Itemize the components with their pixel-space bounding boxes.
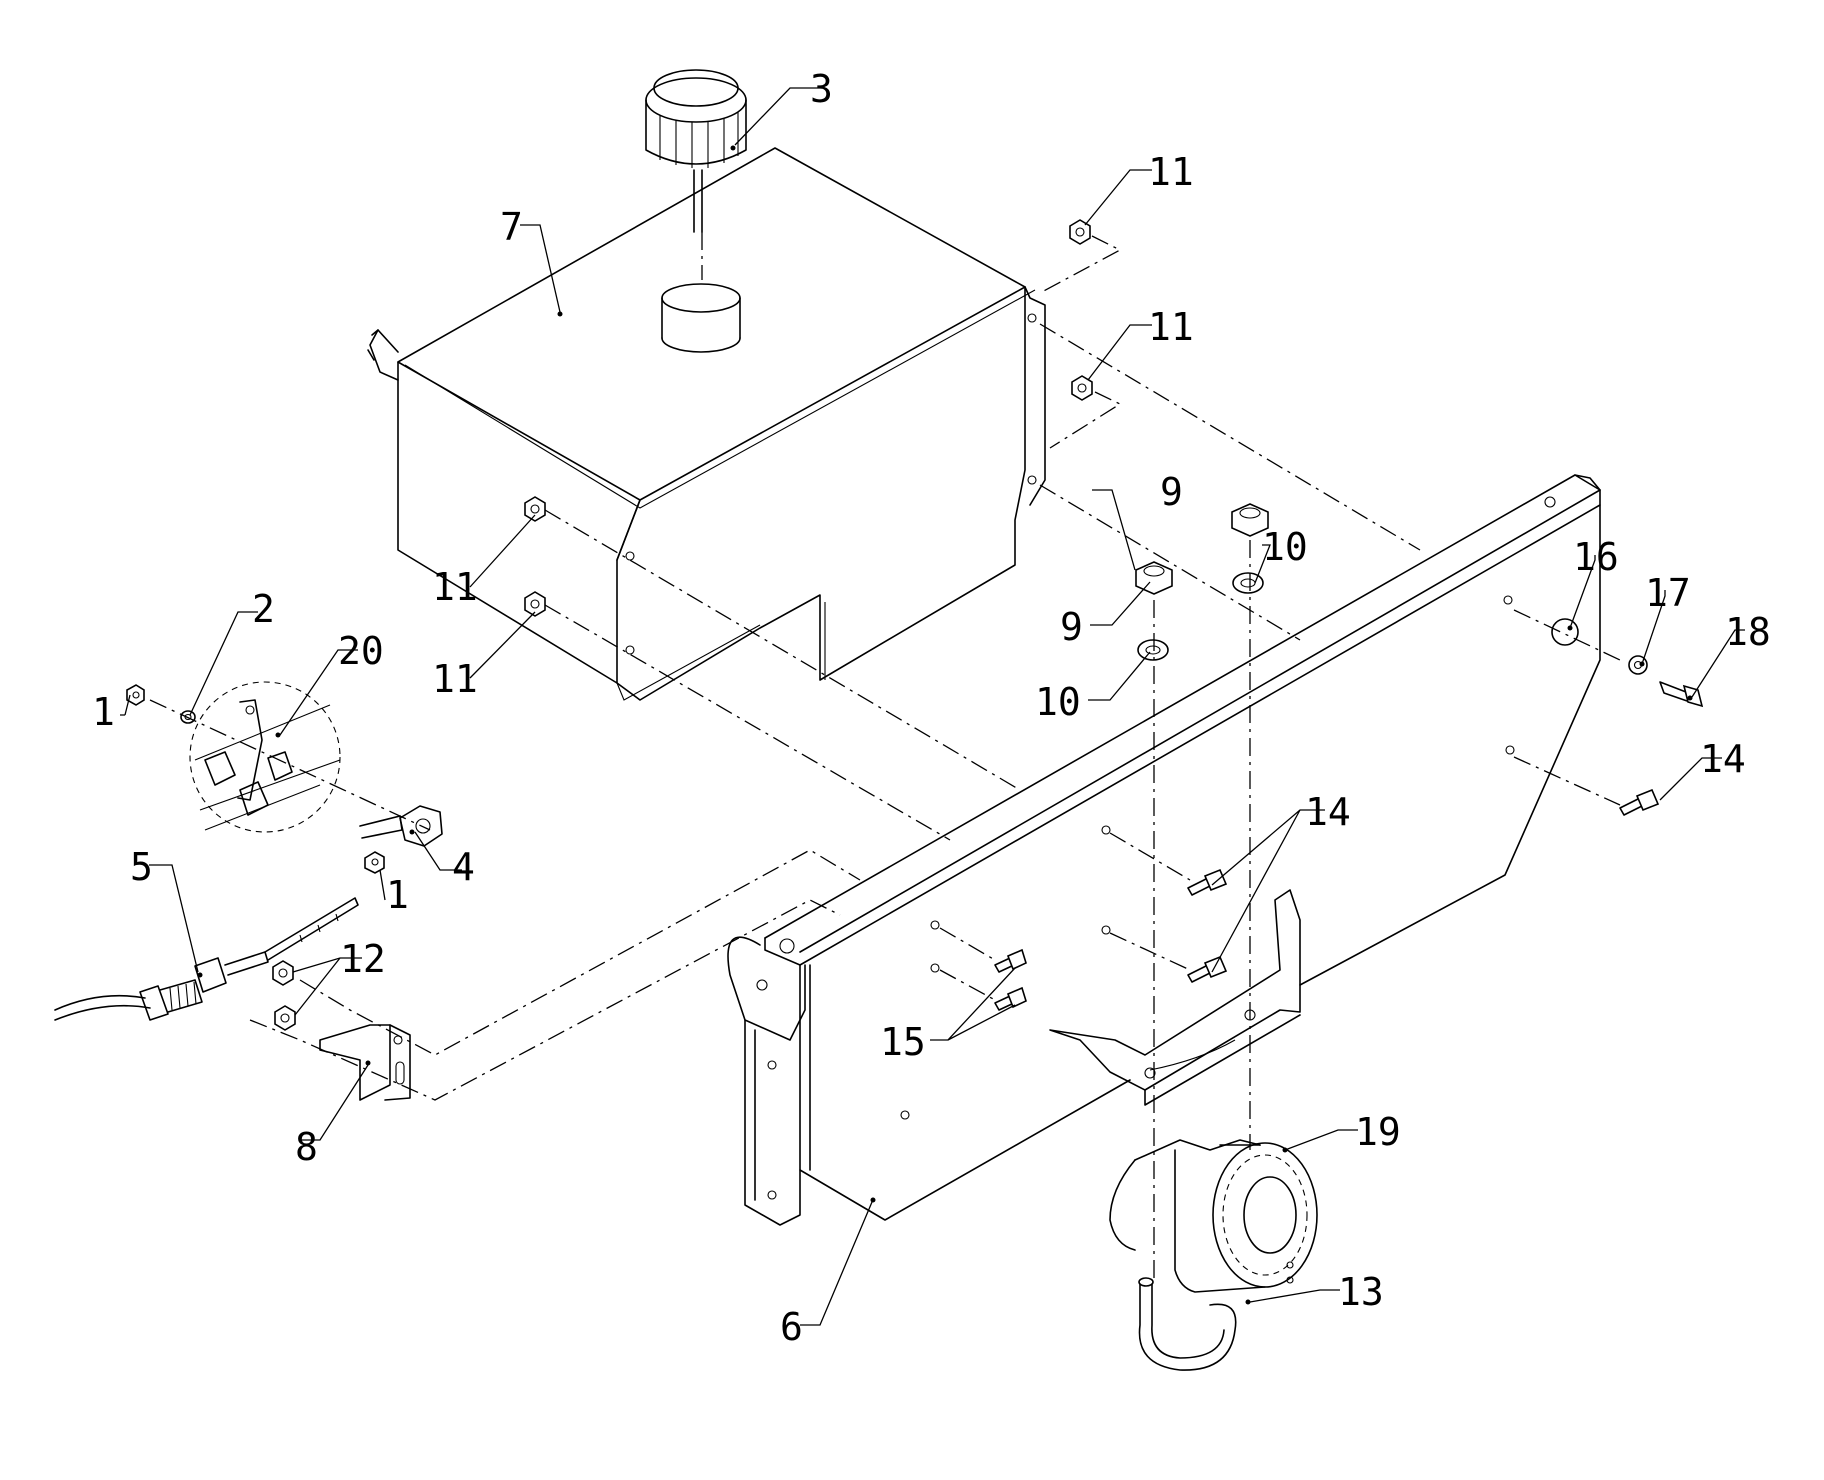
spacer-washer-bolt bbox=[1551, 618, 1704, 708]
callout-5: 5 bbox=[130, 845, 153, 889]
callout-16: 16 bbox=[1573, 535, 1619, 579]
callout-1b: 1 bbox=[386, 873, 409, 917]
nuts-12 bbox=[272, 960, 296, 1031]
callout-11-top: 11 bbox=[1148, 150, 1194, 194]
fuel-pump bbox=[1109, 1139, 1318, 1371]
callout-10-left: 10 bbox=[1035, 680, 1081, 724]
throttle-cable bbox=[54, 897, 359, 1021]
callout-9-right: 9 bbox=[1160, 470, 1183, 514]
callout-10-right: 10 bbox=[1262, 525, 1308, 569]
leader-lines bbox=[120, 87, 1745, 1326]
callout-11-left-bottom: 11 bbox=[432, 657, 478, 701]
callout-11-mid: 11 bbox=[1148, 305, 1194, 349]
callout-14-center: 14 bbox=[1305, 790, 1351, 834]
detail-circle bbox=[189, 681, 341, 833]
callout-15: 15 bbox=[880, 1020, 926, 1064]
callout-18: 18 bbox=[1725, 610, 1771, 654]
fuel-cap bbox=[645, 69, 747, 233]
nuts-11 bbox=[524, 219, 1093, 617]
callout-19: 19 bbox=[1355, 1110, 1401, 1154]
fuel-tank bbox=[367, 147, 1046, 701]
callout-labels: 1 1 2 3 4 5 6 7 8 8 9 9 10 10 11 11 11 1… bbox=[92, 67, 1771, 1349]
callout-7: 7 bbox=[500, 205, 523, 249]
assembly-centerlines bbox=[149, 232, 1621, 1280]
callout-4: 4 bbox=[452, 845, 475, 889]
callout-6: 6 bbox=[780, 1305, 803, 1349]
callout-2: 2 bbox=[252, 587, 275, 631]
callout-17: 17 bbox=[1645, 571, 1691, 615]
callout-8: 8 bbox=[295, 1125, 318, 1169]
hardware-small bbox=[126, 684, 443, 874]
bolts-14-15 bbox=[994, 788, 1660, 1011]
callout-14-right: 14 bbox=[1700, 737, 1746, 781]
callout-3: 3 bbox=[810, 67, 833, 111]
callout-11-left-top: 11 bbox=[432, 565, 478, 609]
nuts-9-washers-10 bbox=[1135, 503, 1269, 661]
main-frame bbox=[727, 474, 1601, 1226]
callout-20: 20 bbox=[338, 629, 384, 673]
callout-13: 13 bbox=[1338, 1270, 1384, 1314]
cable-bracket bbox=[319, 1024, 411, 1101]
callout-9-left: 9 bbox=[1060, 605, 1083, 649]
callout-1a: 1 bbox=[92, 690, 115, 734]
callout-12: 12 bbox=[340, 937, 386, 981]
pump-bracket bbox=[1049, 889, 1301, 1106]
